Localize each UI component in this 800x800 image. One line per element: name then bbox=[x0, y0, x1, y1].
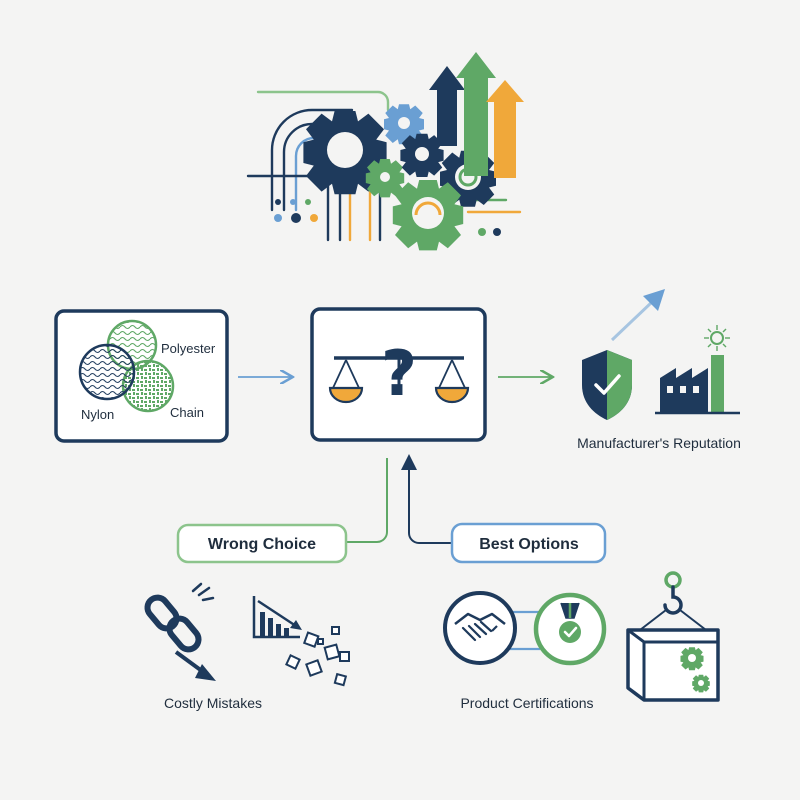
decision-box: ? bbox=[310, 307, 487, 442]
down-arrow-icon bbox=[174, 650, 216, 681]
wrong-choice-pill: Wrong Choice bbox=[176, 523, 348, 564]
trend-up-arrow-icon bbox=[610, 289, 665, 342]
hero-illustration bbox=[246, 52, 524, 251]
materials-venn-icon bbox=[78, 319, 175, 413]
connector-line bbox=[401, 454, 452, 544]
factory-icon bbox=[655, 325, 740, 415]
question-mark-icon: ? bbox=[381, 337, 417, 410]
hero-dots-icon bbox=[274, 199, 501, 236]
reputation-group: Manufacturer's Reputation bbox=[577, 289, 741, 451]
balance-scale-icon bbox=[328, 356, 470, 404]
costly-mistakes-group: Costly Mistakes bbox=[144, 582, 350, 711]
product-certifications-group: Product Certifications bbox=[443, 591, 607, 711]
award-medal-icon bbox=[533, 592, 607, 666]
polyester-label: Polyester bbox=[161, 341, 216, 356]
nylon-label: Nylon bbox=[81, 407, 114, 422]
handshake-icon bbox=[443, 591, 517, 665]
shield-check-icon bbox=[582, 350, 632, 420]
connector-line bbox=[346, 458, 388, 543]
manufacturer-reputation-label: Manufacturer's Reputation bbox=[577, 435, 741, 451]
best-options-pill: Best Options bbox=[450, 522, 607, 564]
crane-box-icon bbox=[626, 571, 720, 702]
chain-label: Chain bbox=[170, 405, 204, 420]
costly-mistakes-label: Costly Mistakes bbox=[164, 695, 262, 711]
product-certifications-label: Product Certifications bbox=[460, 695, 593, 711]
declining-chart-icon bbox=[252, 596, 302, 639]
broken-chain-icon bbox=[144, 582, 215, 653]
materials-box: Polyester Nylon Chain bbox=[54, 309, 229, 443]
growth-arrows-icon bbox=[429, 52, 524, 178]
wrong-choice-label: Wrong Choice bbox=[208, 536, 316, 553]
best-options-label: Best Options bbox=[479, 536, 579, 553]
scattered-blocks-icon bbox=[285, 626, 350, 687]
